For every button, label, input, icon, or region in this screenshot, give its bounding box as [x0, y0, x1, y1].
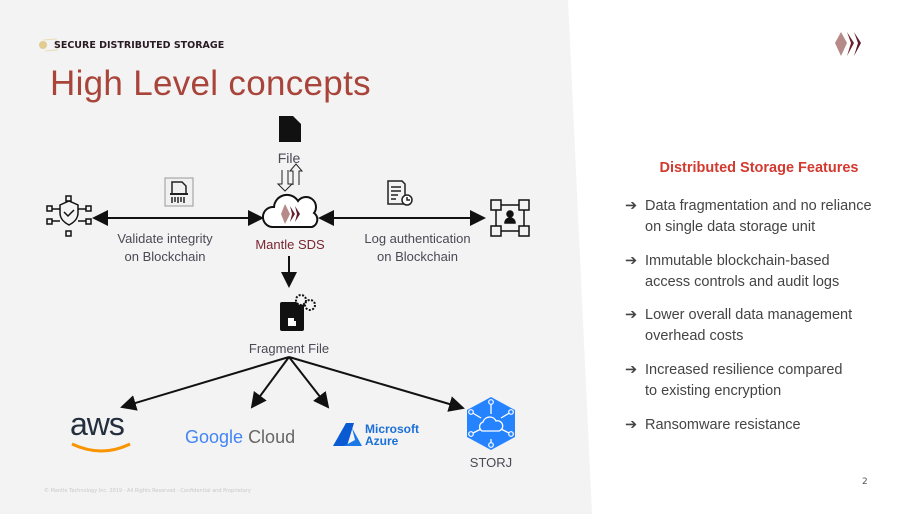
architecture-diagram: [46, 116, 530, 453]
mantle-sds-cloud-icon: [262, 193, 319, 228]
azure-logo-icon: [333, 423, 362, 446]
features-heading: Distributed Storage Features: [659, 160, 859, 176]
eyebrow-marker-icon: [39, 38, 58, 52]
arrow-right-icon: ➔: [625, 417, 638, 433]
arrow-right-icon: ➔: [625, 307, 638, 323]
mantle-sds-label: Mantle SDS: [255, 237, 325, 252]
page-number: 2: [862, 477, 868, 487]
provider-arrows: [120, 356, 465, 412]
google-cloud-logo: Google Cloud: [185, 427, 296, 447]
aws-smile-icon: [71, 442, 131, 453]
storj-label: STORJ: [469, 455, 513, 470]
user-network-icon: [490, 199, 530, 237]
shield-network-icon: [46, 195, 92, 237]
log-document-clock-icon: [387, 180, 413, 206]
section-eyebrow: SECURE DISTRIBUTED STORAGE: [54, 40, 225, 51]
storj-logo-icon: [467, 397, 515, 450]
arrow-right-icon: ➔: [625, 362, 638, 378]
shredder-icon: [164, 177, 194, 207]
copyright-footer: © Mantle Technology Inc. 2019 - All Righ…: [44, 488, 251, 494]
mantle-logo: [835, 32, 861, 56]
aws-logo: aws: [70, 406, 125, 442]
file-label: File: [277, 150, 301, 166]
upload-download-arrows-icon: [276, 163, 304, 192]
file-icon: [279, 116, 301, 142]
arrow-right-icon: ➔: [625, 198, 638, 214]
fragment-file-label: Fragment File: [248, 341, 330, 356]
page-title: High Level concepts: [50, 64, 371, 103]
feature-item: ➔Ransomware resistance: [625, 415, 915, 436]
arrow-right-icon: ➔: [625, 253, 638, 269]
fragment-file-gears-icon: [280, 294, 316, 331]
